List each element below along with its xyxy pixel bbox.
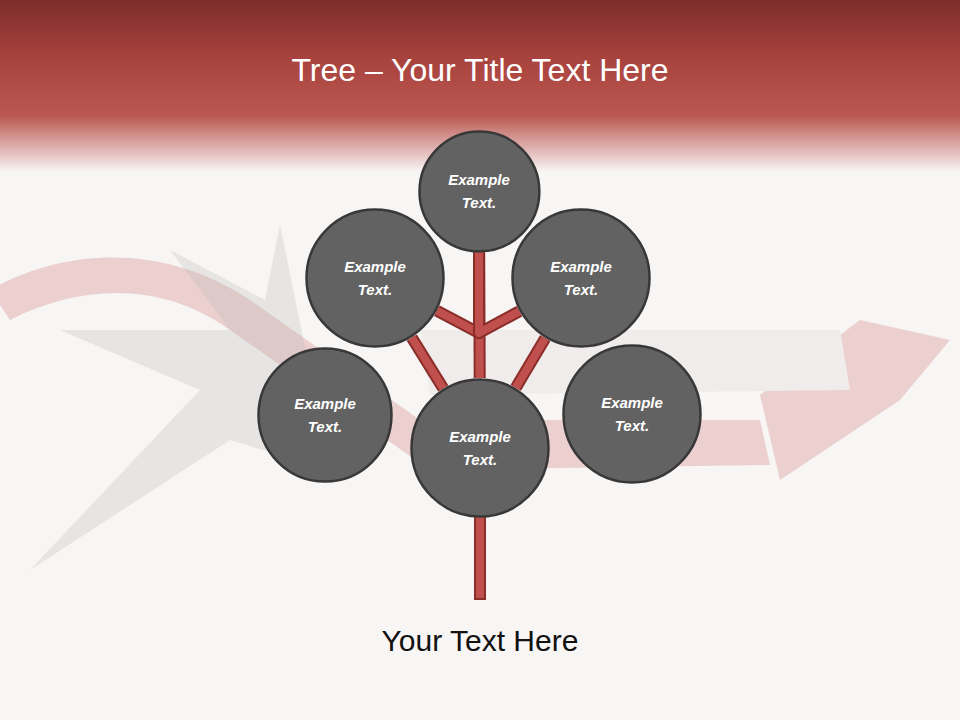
tree-branch — [516, 338, 545, 388]
tree-circle: Example Text. — [410, 378, 550, 518]
circle-outline — [305, 208, 445, 348]
circle-text: Example Text. — [535, 255, 627, 301]
circle-text: Example Text. — [434, 425, 526, 471]
tree-circle: Example Text. — [305, 208, 445, 348]
circle-outline — [418, 130, 541, 253]
trunk-stub — [480, 510, 481, 600]
circle-outline — [410, 378, 550, 518]
circle-outline — [562, 344, 702, 484]
slide-caption: Your Text Here — [0, 624, 960, 658]
circle-text: Example Text. — [279, 392, 371, 438]
tree-circle: Example Text. — [257, 347, 393, 483]
circle-text: Example Text. — [329, 255, 421, 301]
circle-outline — [257, 347, 393, 483]
circle-text: Example Text. — [433, 168, 525, 214]
tree-circle: Example Text. — [562, 344, 702, 484]
tree-circle: Example Text. — [511, 208, 651, 348]
circle-text: Example Text. — [586, 391, 678, 437]
slide-title: Tree – Your Title Text Here — [0, 52, 960, 89]
circle-outline — [511, 208, 651, 348]
tree-circle: Example Text. — [418, 130, 541, 253]
tree-branch — [412, 338, 443, 389]
